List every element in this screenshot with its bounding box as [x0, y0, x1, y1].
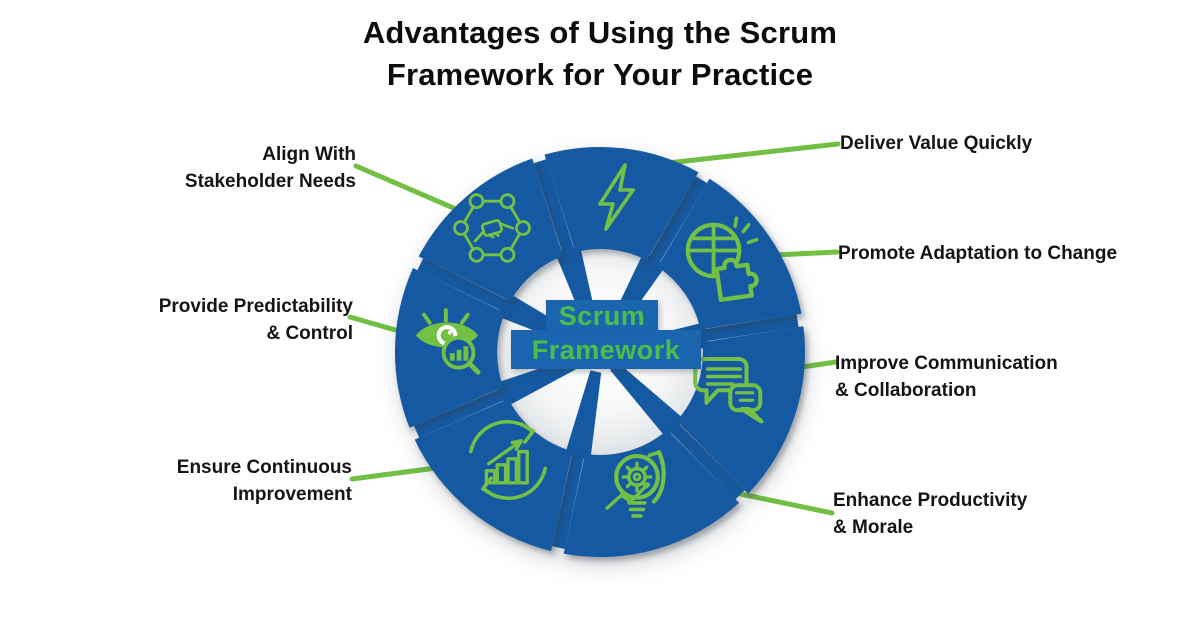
connector-line-align	[353, 163, 475, 219]
gap-strip-4	[414, 386, 511, 438]
label-line: Deliver Value Quickly	[840, 133, 1033, 154]
center-label: Scrum Framework	[511, 300, 701, 369]
label-line: Improvement	[232, 483, 352, 505]
label-line: Improve Communication	[835, 353, 1058, 374]
center-label-box-bottom	[511, 330, 701, 369]
gap-strip-1	[697, 314, 799, 343]
gap-strip-5	[417, 258, 513, 314]
gap-strip-0	[645, 176, 708, 269]
label-enhance-productivity: Enhance Productivity & Morale	[833, 488, 1027, 541]
center-label-line2: Framework	[532, 335, 681, 365]
label-ensure-improvement: Ensure Continuous Improvement	[177, 455, 352, 508]
center-label-line1: Scrum	[559, 301, 646, 331]
wheel-spoke-3	[564, 370, 602, 461]
label-line: Provide Predictability	[158, 296, 353, 317]
label-line: Stakeholder Needs	[184, 170, 356, 192]
page-title-line1: Advantages of Using the Scrum	[362, 15, 838, 50]
segment-align	[418, 158, 563, 302]
label-line: & Morale	[833, 516, 914, 538]
label-line: Promote Adaptation to Change	[838, 243, 1118, 264]
label-improve-communication: Improve Communication & Collaboration	[835, 351, 1058, 404]
wheel-spoke-2	[610, 362, 685, 439]
label-provide-predictability: Provide Predictability & Control	[159, 294, 353, 347]
segment-promote	[657, 178, 802, 330]
page-title-line2: Framework for Your Practice	[386, 57, 814, 92]
gap-strip-3	[552, 448, 586, 549]
label-line: & Collaboration	[835, 379, 977, 401]
center-label-box-top	[546, 300, 658, 332]
page-title: Advantages of Using the Scrum Framework …	[0, 12, 1200, 96]
gap-strip-6	[533, 159, 576, 259]
connector-line-deliver	[665, 141, 841, 166]
label-align-stakeholder-needs: Align With Stakeholder Needs	[185, 142, 356, 195]
label-line: Align With	[262, 144, 356, 165]
label-line: Enhance Productivity	[833, 490, 1028, 511]
gap-strip-2	[665, 419, 745, 500]
label-line: & Control	[266, 322, 353, 344]
label-promote-adaptation: Promote Adaptation to Change	[838, 241, 1117, 268]
label-deliver-value-quickly: Deliver Value Quickly	[840, 131, 1032, 158]
label-line: Ensure Continuous	[176, 457, 352, 478]
